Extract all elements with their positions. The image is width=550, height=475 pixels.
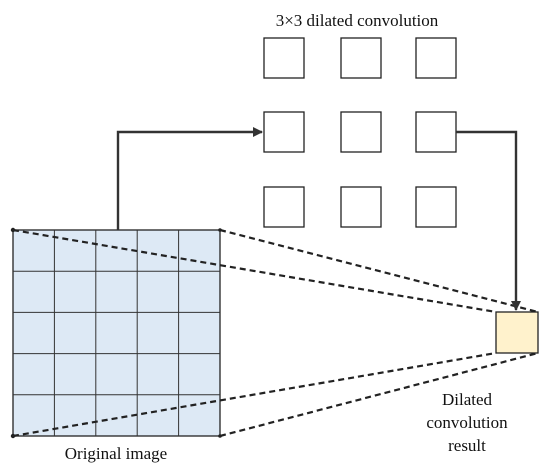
original-image-fill: [12, 229, 221, 437]
output-arrow: [456, 130, 521, 311]
result-caption-line-3: result: [448, 436, 486, 455]
kernel-cell-1-3: [415, 37, 457, 79]
kernel-cell-1-1: [263, 37, 305, 79]
result-caption-line-1: Dilated: [442, 390, 493, 409]
kernel-grid: [263, 37, 457, 228]
projection-lines: [12, 228, 539, 438]
original-image-grid: [10, 227, 222, 439]
kernel-cell-2-3: [415, 111, 457, 153]
kernel-cell-2-2: [340, 111, 382, 153]
original-image-caption: Original image: [65, 444, 167, 463]
result-caption-line-2: convolution: [426, 413, 508, 432]
kernel-title: 3×3 dilated convolution: [276, 11, 439, 30]
kernel-cell-3-3: [415, 186, 457, 228]
kernel-cell-3-1: [263, 186, 305, 228]
result-cell: [495, 311, 539, 354]
kernel-cell-2-1: [263, 111, 305, 153]
kernel-cell-3-2: [340, 186, 382, 228]
input-arrow: [116, 127, 263, 230]
kernel-cell-1-2: [340, 37, 382, 79]
